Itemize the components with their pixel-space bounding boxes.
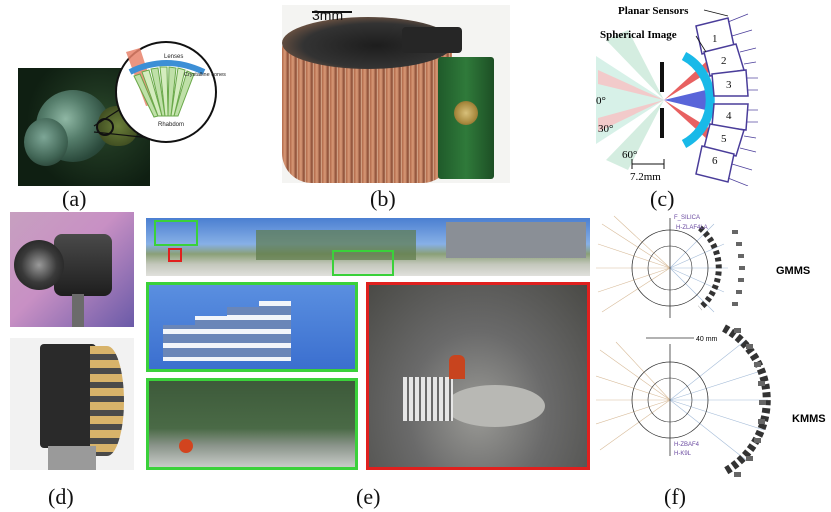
rhabdom-label: Rhabdom [158, 122, 184, 128]
sensor-number-2: 2 [721, 55, 727, 67]
compound-eye-inset: Lenses Crystalline cones Rhabdom [93, 41, 226, 143]
camera-prototype-photo [10, 212, 134, 327]
panorama-building [446, 222, 586, 258]
sensor-number-3: 3 [726, 79, 732, 91]
sensor-fins [727, 13, 758, 186]
kmms-rays-left [596, 341, 671, 451]
sensor-number-6: 6 [712, 155, 718, 167]
gmms-rays-left [596, 215, 671, 313]
caption-b: (b) [370, 186, 396, 211]
zoom-building-photo [146, 282, 358, 372]
caption-e: (e) [356, 484, 381, 509]
caption-f: (f) [664, 484, 686, 509]
gmms-label: GMMS [776, 265, 810, 277]
kmms-sensor-arc [722, 324, 771, 476]
sensor-number-5: 5 [721, 133, 727, 145]
aperture-bottom [660, 108, 664, 138]
sensor-number-1: 1 [712, 33, 718, 45]
cones-label: Crystalline cones [184, 72, 226, 78]
board-screw [454, 101, 478, 125]
resolution-chart [403, 377, 453, 421]
zoom-rock [445, 385, 545, 427]
zoom-person [179, 439, 193, 453]
caption-c: (c) [650, 186, 675, 211]
array-housing [40, 344, 96, 448]
array-mount [48, 446, 96, 470]
gmms-sensor-tips [732, 230, 745, 306]
scale-bar-line [312, 11, 352, 13]
lenses-label: Lenses [164, 54, 183, 60]
panorama-trees [256, 230, 416, 260]
planar-sensors-pointer [703, 9, 729, 17]
scale-label: 40 mm [696, 336, 718, 343]
highlight-box-building [154, 220, 198, 246]
panorama-photo [146, 218, 590, 276]
lens-designs-diagram: F_SILICA H-ZLAF4LA GMMS 40 mm H-ZBAF4 H- [596, 215, 826, 477]
kmms-label: KMMS [792, 413, 826, 425]
kmms-design: H-ZBAF4 H-K9L KMMS [596, 324, 826, 477]
kmms-sensor-tips [734, 328, 766, 477]
zoom-trees-photo [146, 378, 358, 470]
lens-layer [128, 60, 206, 75]
array-sensors [90, 346, 124, 456]
ray-fan-left [596, 30, 664, 170]
angle-30: 30° [598, 123, 613, 135]
spherical-image-arc [681, 52, 715, 148]
planar-sensors [695, 17, 749, 183]
zoom-building [163, 301, 291, 361]
sensor-numbers: 1 2 3 4 5 6 [712, 33, 732, 167]
dragonfly-eye-2 [24, 118, 68, 166]
board-chip [402, 27, 462, 53]
zoom-person-target [449, 355, 465, 379]
gmms-glass-1: F_SILICA [674, 215, 700, 221]
kmms-glass-2: H-K9L [674, 451, 692, 457]
camera-tripod [72, 294, 84, 327]
caption-a: (a) [62, 186, 87, 211]
highlight-box-target [168, 248, 182, 262]
angle-0: 0° [596, 95, 606, 107]
sensor-array-photo [10, 338, 134, 470]
artificial-compound-eye-photo: 3mm [282, 5, 510, 183]
gmms-sensor-arc [698, 225, 722, 311]
scale-bar-label: 3mm [312, 7, 344, 23]
dimension-label: 7.2mm [630, 171, 661, 183]
sensor-number-4: 4 [726, 110, 732, 122]
gmms-glass-2: H-ZLAF4LA [676, 225, 708, 231]
spherical-image-label: Spherical Image [600, 29, 677, 41]
zoom-target-photo [366, 282, 590, 470]
planar-sensors-label: Planar Sensors [618, 5, 689, 17]
camera-lens [14, 240, 64, 290]
kmms-rays-right [669, 339, 768, 461]
angle-60: 60° [622, 149, 637, 161]
gmms-design: F_SILICA H-ZLAF4LA GMMS [596, 215, 810, 318]
highlight-box-trees [332, 250, 394, 276]
aperture-top [660, 62, 664, 92]
sensor-diagram: 1 2 3 4 5 6 Planar Sensors Spherical Ima… [596, 5, 758, 186]
kmms-glass-1: H-ZBAF4 [674, 442, 700, 448]
caption-d: (d) [48, 484, 74, 509]
ommatidia [133, 66, 195, 118]
spherical-image-pointer [695, 35, 707, 53]
blue-ray [664, 88, 714, 112]
